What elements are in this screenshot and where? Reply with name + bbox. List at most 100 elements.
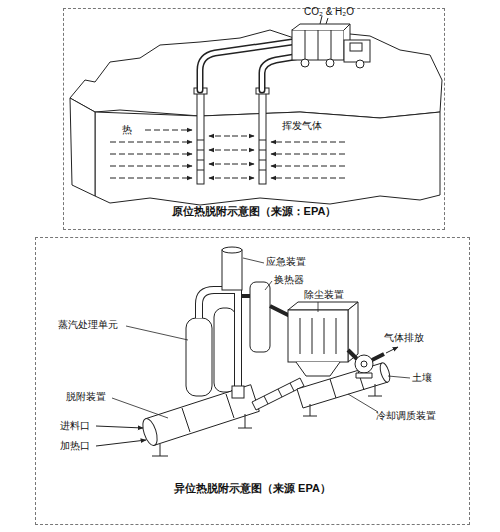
heat-flow-arrow [232,178,254,179]
heat-flow-arrow [232,164,254,165]
baghouse [288,310,348,362]
cooling-drum [303,384,382,416]
leader-line [112,398,168,418]
heat-flow-arrow [110,154,192,155]
figure-panel: 异位热脱附示意图（来源 EPA） [35,237,470,525]
baghouse [288,302,358,310]
conveyor [252,378,304,410]
exhaust-fan [361,361,367,367]
treatment-truck [292,16,370,68]
emergency-stack [222,250,242,290]
heat-flow-arrow [145,130,192,131]
heat-flow-arrow [110,178,192,179]
conveyor [252,378,304,410]
rotary-kiln [140,417,160,447]
leader-line [348,394,378,412]
extraction-well [194,88,269,184]
feed-arrow [96,426,146,446]
exhaust-fan [386,347,398,353]
treatment-truck [301,59,309,67]
treatment-truck [292,30,344,60]
heat-exchanger [250,282,270,352]
exhaust-fan [356,373,372,378]
heat-flow-arrow [209,136,230,137]
treatment-truck [344,40,370,62]
part-label: 换热器 [274,274,304,286]
leader-line [126,326,188,340]
heat-flow-arrow [271,166,345,167]
ground-block [70,30,442,118]
rotary-kiln [182,394,234,432]
part-label: 脱附装置 [66,391,106,403]
feed-arrow [96,426,143,428]
part-label: 土壤 [412,372,432,384]
part-label: 冷却调质装置 [376,410,436,422]
heat-flow-arrow [110,130,345,178]
heat-exchanger [242,296,290,316]
ground-block [70,30,442,205]
cooling-drum [297,362,392,416]
vapor-treatment-unit [186,318,212,396]
heat-flow-arrow [271,142,345,143]
leader-line [112,258,410,418]
vapor-treatment-unit [186,290,244,398]
rotary-kiln [152,414,252,456]
treatment-truck [331,30,332,60]
treatment-truck [318,30,319,60]
part-label: 应急装置 [266,256,306,268]
part-label: 加热口 [60,440,90,452]
emergency-stack [222,247,242,253]
baghouse [348,302,358,362]
heat-flow-arrow [110,142,192,143]
heat-flow-arrow [232,150,254,151]
vapor-treatment-unit [199,290,238,386]
baghouse [288,302,358,376]
conveyor [264,383,294,404]
vapor-treatment-unit [214,308,236,392]
vapor-treatment-unit [232,386,244,398]
leader-line [318,302,319,312]
vapor-pipe [200,42,292,90]
extraction-well [259,92,266,184]
heat-flow-arrow [271,178,345,179]
feed-arrow [96,440,146,446]
ground-block [70,98,95,196]
figure-panel: 原位热脱附示意图（来源：EPA） [63,8,445,230]
leader-line [388,376,410,378]
vapor-pipe [262,56,300,90]
treatment-truck [356,60,364,68]
exhaust-fan [348,347,398,378]
part-label: 热 [122,124,132,136]
extraction-well [197,92,204,184]
vapor-pipe [262,56,300,90]
treatment-truck [326,59,334,67]
vapor-pipe [200,42,300,90]
vapor-pipe [200,42,292,90]
heat-flow-arrow [110,166,192,167]
baghouse [300,318,336,354]
figure-caption: 原位热脱附示意图（来源：EPA） [172,204,337,219]
part-label: CO₂ & H₂O [304,6,354,18]
part-label: 除尘装置 [304,289,344,301]
part-label: 气体排放 [384,332,424,344]
heat-flow-arrow [209,164,230,165]
cooling-drum [378,362,391,383]
baghouse [296,362,340,376]
extraction-well [197,140,204,170]
vapor-treatment-unit [199,290,238,386]
exhaust-fan [372,354,384,360]
treatment-truck [350,43,362,51]
heat-flow-arrow [271,154,345,155]
leader-line [265,281,272,290]
extraction-well [259,140,266,170]
treatment-truck [292,24,350,60]
figure-caption: 异位热脱附示意图（来源 EPA） [174,481,331,496]
emergency-stack [222,247,242,290]
heat-flow-arrow [232,136,254,137]
heat-exchanger [242,282,290,352]
part-label: 进料口 [60,420,90,432]
exhaust-fan [355,355,373,373]
heat-flow-arrow [209,150,230,151]
